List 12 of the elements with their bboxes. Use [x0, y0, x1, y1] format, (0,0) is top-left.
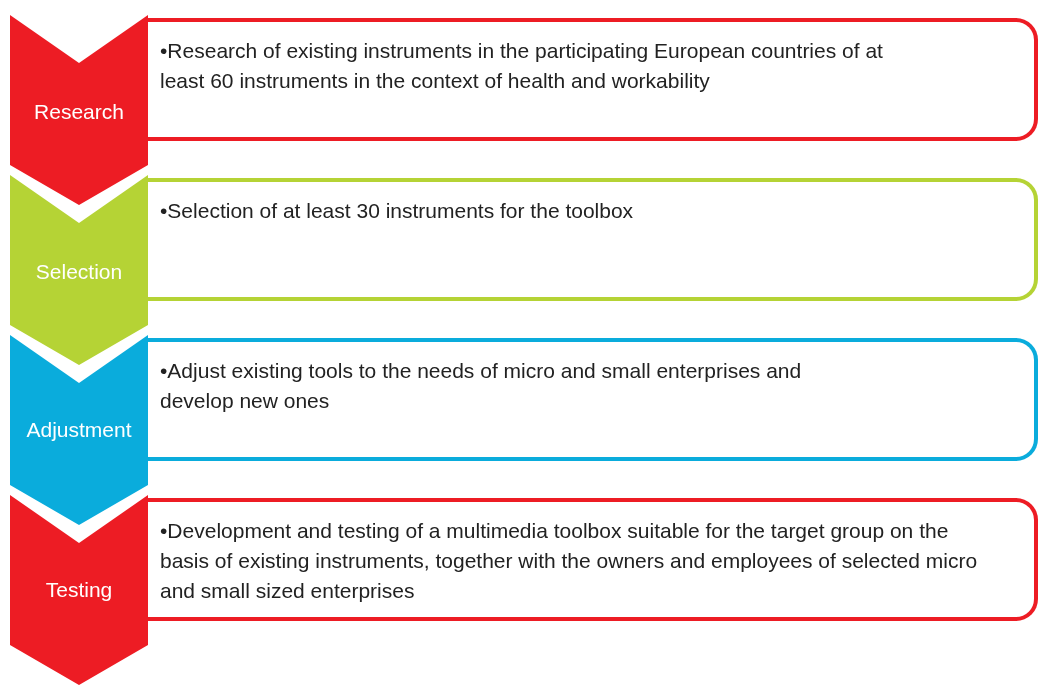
step-description: •Selection of at least 30 instruments for the toolbox [160, 198, 635, 224]
step-box [146, 178, 1038, 301]
step-box [146, 338, 1038, 461]
step-label: Adjustment [25, 418, 133, 442]
step-label: Research [33, 100, 125, 124]
step-description: •Research of existing instruments in the participating European countries of at least 60 instruments in the context of health and workability [160, 38, 884, 94]
step-box [146, 18, 1038, 141]
step-label: Testing [44, 578, 114, 602]
step-description: •Development and testing of a multimedia toolbox suitable for the target group on the basis of existing instruments, together with the owners and employees of selected micro and small sized enterprises [160, 518, 979, 604]
step-description: •Adjust existing tools to the needs of micro and small enterprises and develop new ones [160, 358, 803, 414]
step-label: Selection [34, 260, 124, 284]
step-box [146, 498, 1038, 621]
